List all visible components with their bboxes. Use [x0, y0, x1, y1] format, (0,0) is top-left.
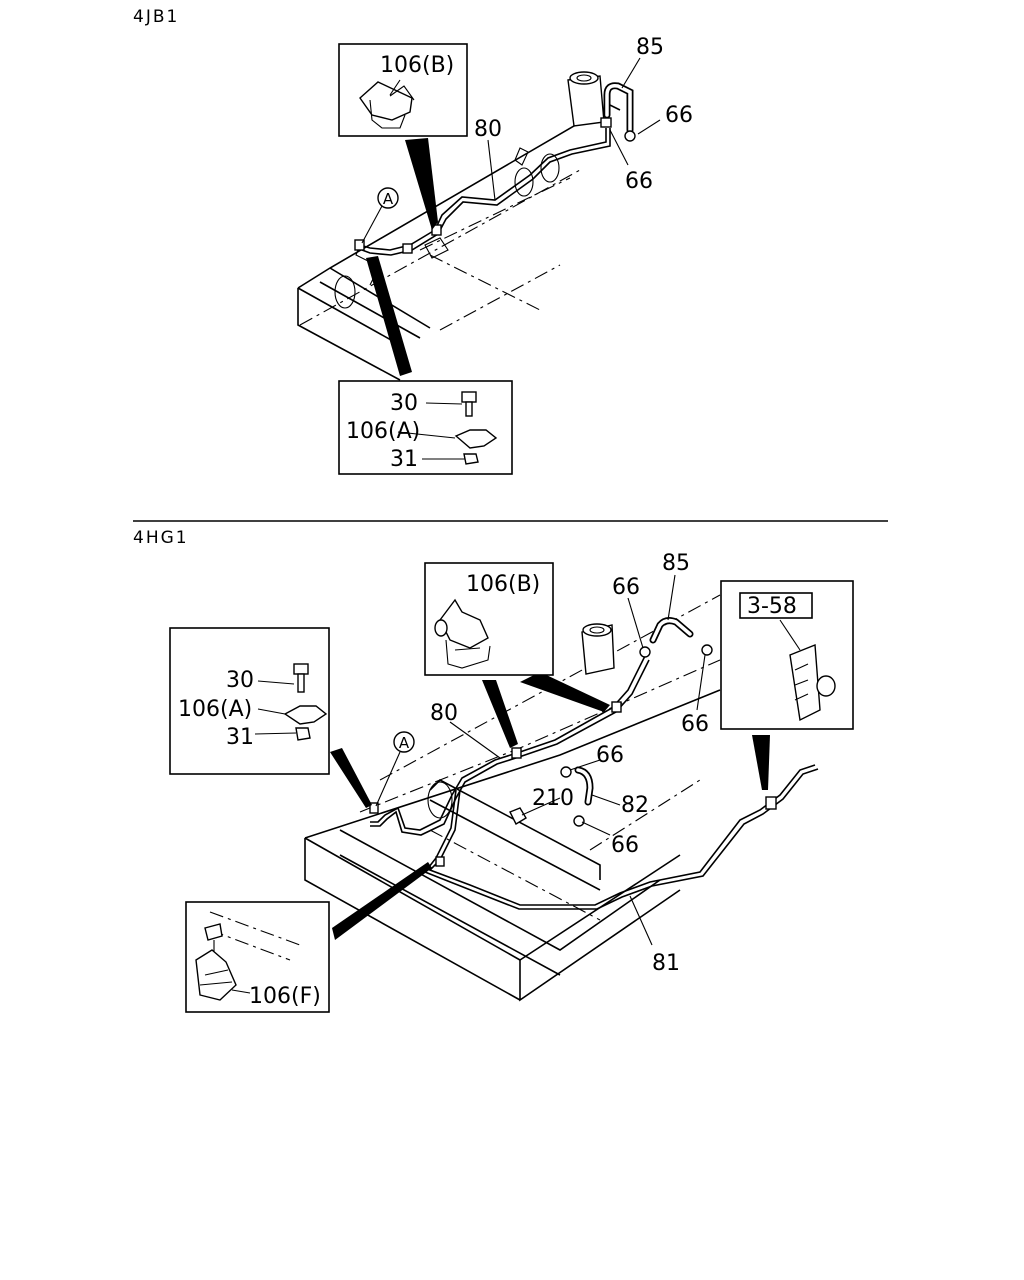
- inset-106a-label-4hg1: 106(A): [178, 697, 252, 722]
- svg-text:A: A: [383, 190, 394, 208]
- section-4jb1: 4JB1: [133, 7, 693, 475]
- callout-82-4hg1: 82: [621, 793, 649, 818]
- pipe-clamps-4hg1: [369, 644, 777, 867]
- callout-66-lower-4jb1: 66: [625, 169, 653, 194]
- callout-lines-4jb1: [361, 57, 661, 244]
- inset-106b-4jb1: 106(B): [338, 43, 468, 137]
- inset-106b-label-4hg1: 106(B): [466, 572, 540, 597]
- inset-106a-4jb1: 30 106(A) 31: [338, 380, 513, 475]
- pointer-106a-4jb1: [366, 256, 412, 376]
- callout-85-4hg1: 85: [662, 551, 690, 576]
- inset-31-label-4jb1: 31: [390, 447, 418, 472]
- inset-106f-4hg1: 106(F): [185, 901, 330, 1013]
- inset-106a-label-4jb1: 106(A): [346, 419, 420, 444]
- inset-30-label-4jb1: 30: [390, 391, 418, 416]
- inset-106b-4hg1: 106(B): [424, 562, 554, 676]
- callout-66-low-4hg1: 66: [611, 833, 639, 858]
- svg-text:A: A: [399, 734, 410, 752]
- filler-neck-4hg1: [581, 623, 615, 675]
- inset-30-label-4hg1: 30: [226, 668, 254, 693]
- inset-358-4hg1: 3-58: [720, 580, 854, 730]
- pipe-80-4hg1: [370, 655, 650, 836]
- callout-66-right-4hg1: 66: [681, 712, 709, 737]
- filler-neck-4jb1: [567, 71, 605, 127]
- callout-80-4jb1: 80: [474, 117, 502, 142]
- callout-81-4hg1: 81: [652, 951, 680, 976]
- engine-label-4jb1: 4JB1: [133, 7, 179, 27]
- callout-66-mid-4hg1: 66: [596, 743, 624, 768]
- pointer-106b-right-4hg1: [520, 672, 610, 712]
- engine-label-4hg1: 4HG1: [133, 528, 189, 548]
- view-marker-a-4jb1: A: [377, 187, 399, 209]
- callout-85-4jb1: 85: [636, 35, 664, 60]
- pointer-106f-4hg1: [332, 862, 432, 940]
- callout-66-top-4hg1: 66: [612, 575, 640, 600]
- view-marker-a-4hg1: A: [393, 731, 415, 753]
- pointer-106b-4jb1: [405, 138, 438, 230]
- callout-210-4hg1: 210: [532, 786, 574, 811]
- callout-66-upper-4jb1: 66: [665, 103, 693, 128]
- callout-lines-4hg1: [375, 574, 706, 946]
- frame-rail-4jb1: [297, 104, 621, 381]
- inset-106a-4hg1: 30 106(A) 31: [169, 627, 330, 775]
- inset-31-label-4hg1: 31: [226, 725, 254, 750]
- fuel-tank-4hg1: [304, 594, 721, 1002]
- pointer-358-4hg1: [752, 735, 770, 790]
- callout-80-4hg1: 80: [430, 701, 458, 726]
- pointer-106b-4hg1: [482, 680, 518, 748]
- section-4hg1: 4HG1: [133, 528, 854, 1013]
- inset-358-label-4hg1: 3-58: [747, 594, 797, 619]
- pointer-106a-4hg1: [330, 748, 372, 808]
- pipe-clamps-4jb1: [354, 117, 636, 254]
- inset-106f-label-4hg1: 106(F): [249, 984, 321, 1009]
- inset-106b-label-4jb1: 106(B): [380, 53, 454, 78]
